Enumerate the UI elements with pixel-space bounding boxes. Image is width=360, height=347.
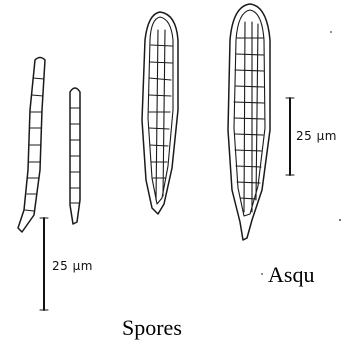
- spore-long: [18, 58, 45, 233]
- spore-short: [70, 88, 80, 224]
- scale-label-asci: 25 µm: [296, 129, 337, 143]
- scale-label-spores: 25 µm: [52, 259, 93, 273]
- spores-caption: Spores: [122, 315, 182, 340]
- scale-bar-asci: 25 µm: [286, 98, 337, 175]
- ascus-left: [142, 12, 178, 214]
- ascus-right: [228, 4, 270, 240]
- specks: [261, 31, 341, 275]
- scale-bar-spores: 25 µm: [40, 218, 93, 310]
- asci-caption: Asqu: [268, 262, 314, 287]
